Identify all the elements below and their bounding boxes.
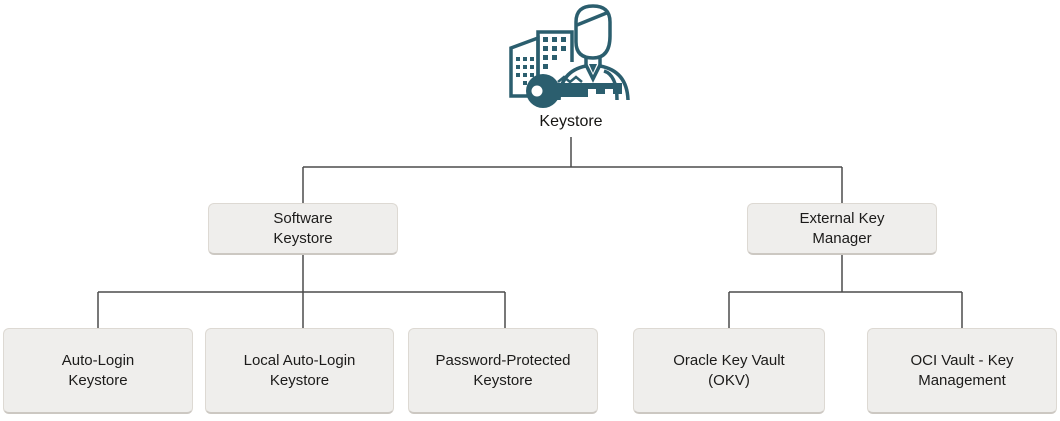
root-node-label: Keystore (539, 113, 603, 130)
node-auto-login-keystore: Auto-Login Keystore (3, 328, 193, 414)
node-external-key-manager: External Key Manager (747, 203, 937, 255)
node-oci-vault-key-management: OCI Vault - Key Management (867, 328, 1057, 414)
node-local-auto-login-keystore: Local Auto-Login Keystore (205, 328, 394, 414)
node-password-protected-keystore: Password-Protected Keystore (408, 328, 598, 414)
node-oracle-key-vault: Oracle Key Vault (OKV) (633, 328, 825, 414)
keystore-icon (509, 4, 630, 108)
node-software-keystore: Software Keystore (208, 203, 398, 255)
